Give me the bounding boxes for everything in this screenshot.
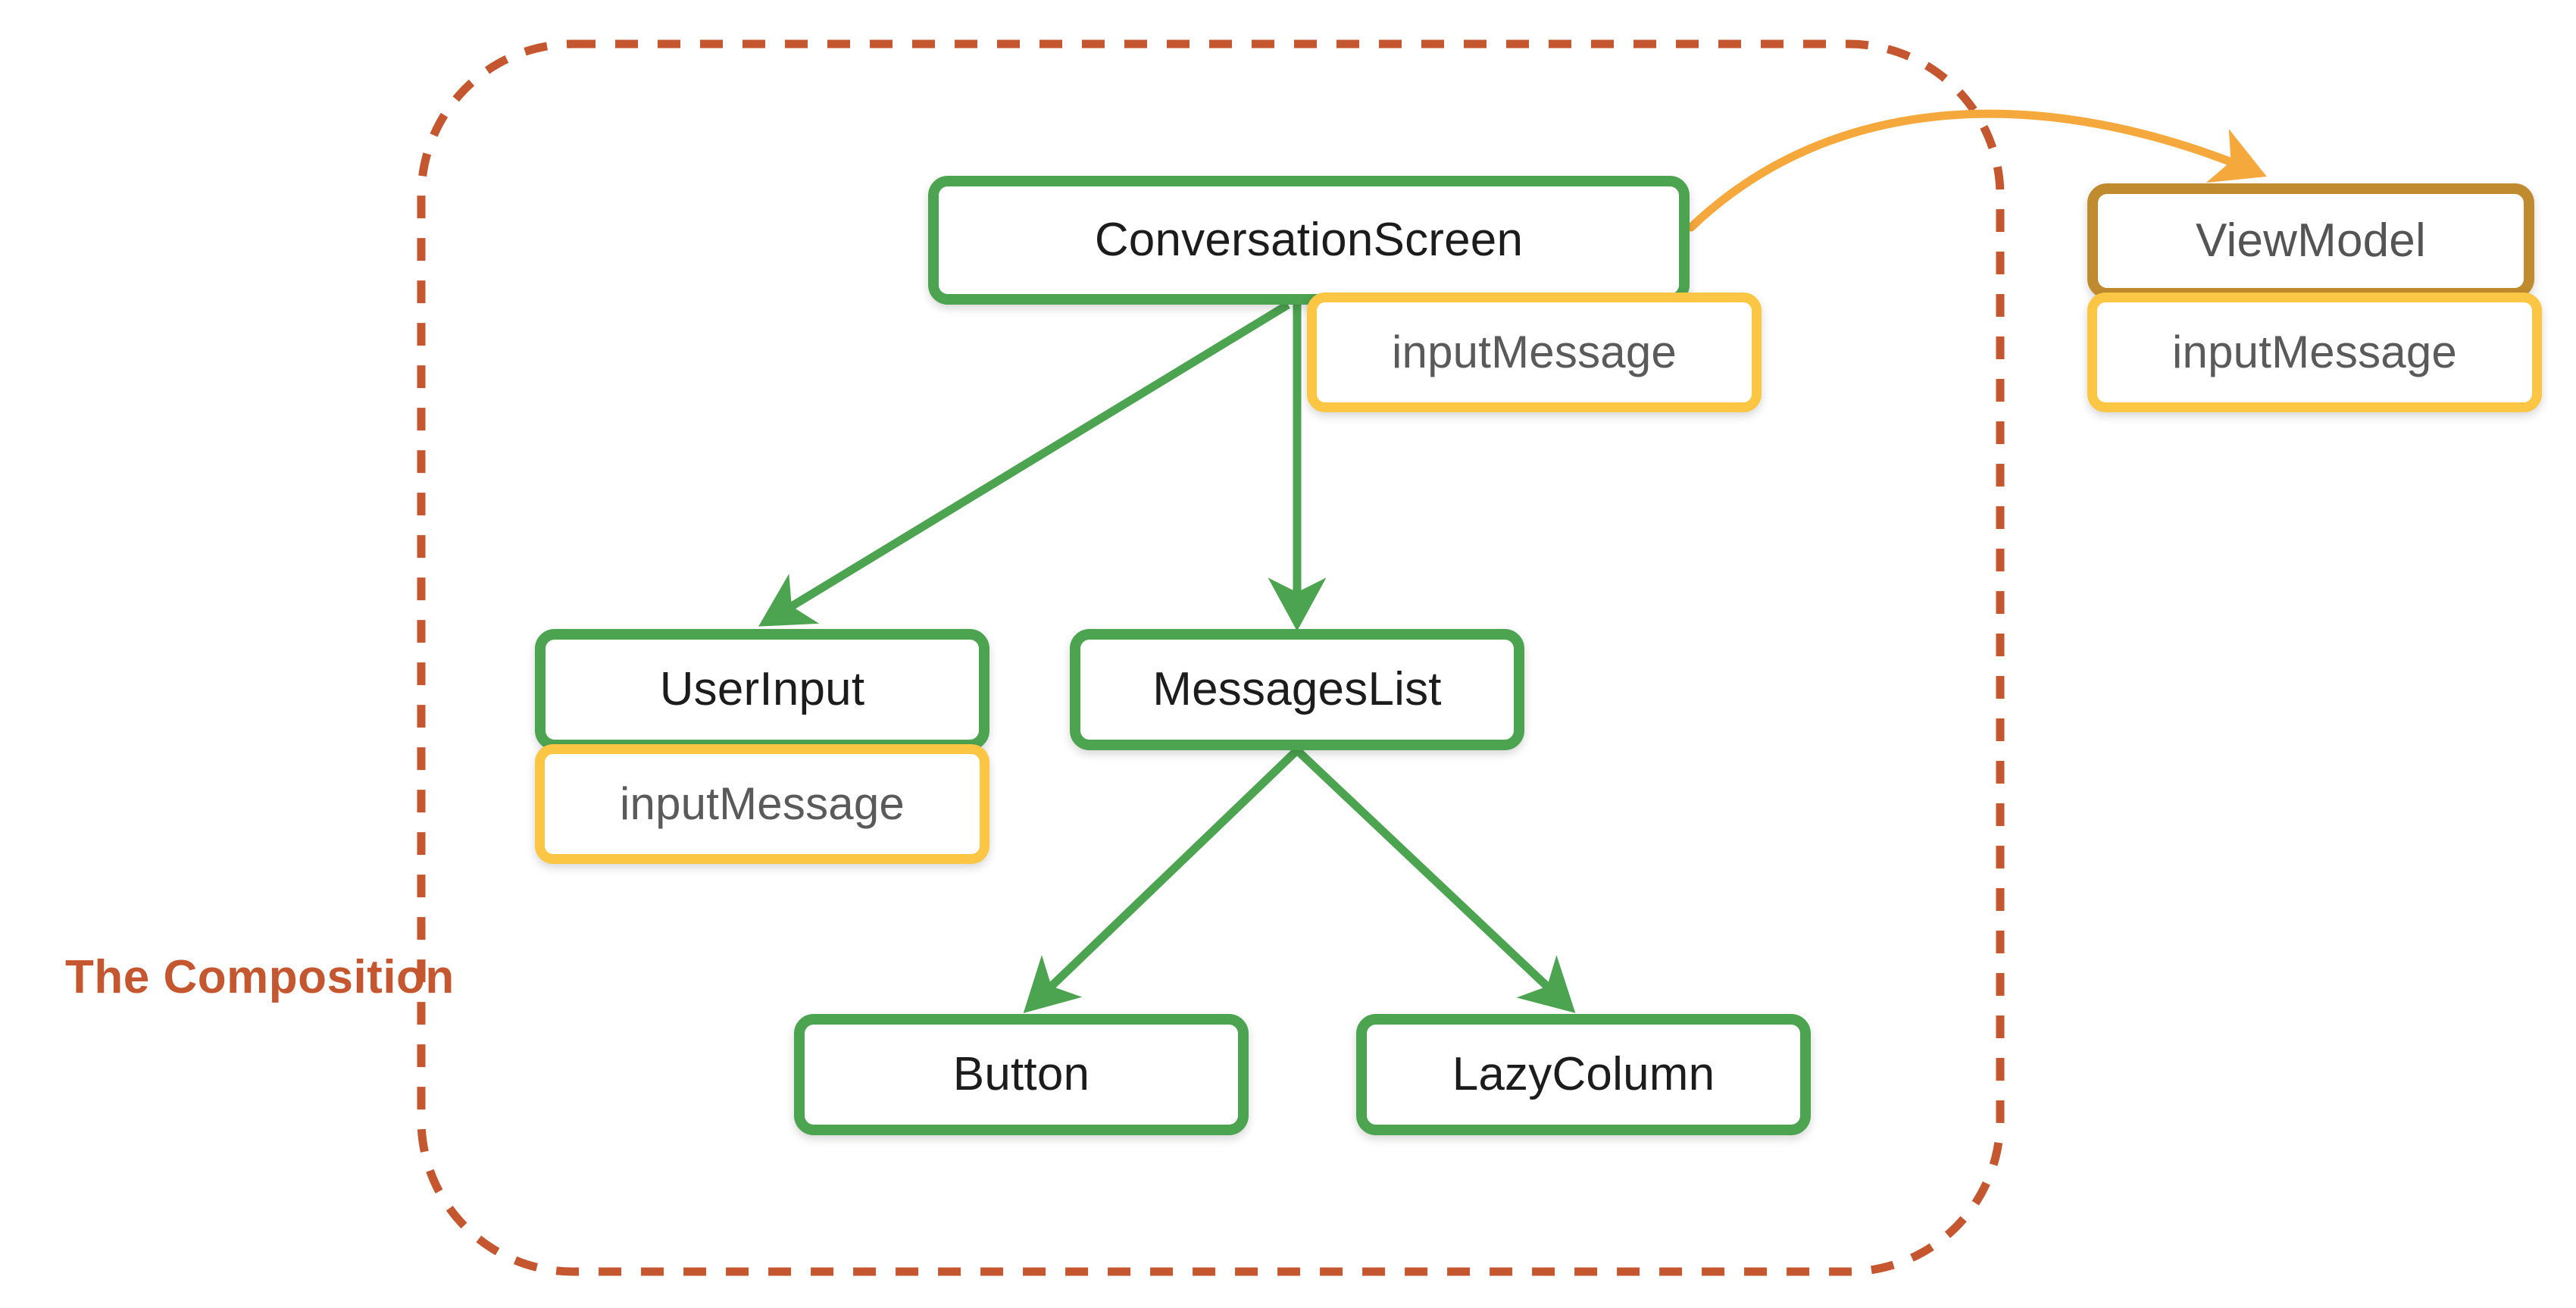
node-label-messages-list: MessagesList (1152, 663, 1442, 715)
edge-messageslist-to-lazycolumn (1294, 747, 1576, 1013)
node-lazy-column[interactable]: LazyColumn (1356, 1014, 1811, 1135)
node-conversation-screen[interactable]: ConversationScreen (928, 176, 1690, 305)
composition-boundary-label: The Composition (65, 951, 455, 1003)
node-label-user-input: UserInput (659, 663, 865, 715)
node-view-model-state[interactable]: inputMessage (2087, 293, 2542, 412)
node-messages-list[interactable]: MessagesList (1070, 629, 1524, 750)
node-label-view-model: ViewModel (2196, 214, 2426, 267)
node-view-model[interactable]: ViewModel (2087, 183, 2534, 299)
node-label-conversation-screen: ConversationScreen (1094, 214, 1524, 266)
node-label-view-model-state: inputMessage (2172, 327, 2457, 377)
node-button[interactable]: Button (794, 1014, 1249, 1135)
node-label-lazy-column: LazyColumn (1452, 1048, 1715, 1100)
node-label-user-input-state: inputMessage (620, 778, 905, 829)
edge-conversation-to-userinput (758, 301, 1290, 627)
node-user-input[interactable]: UserInput (535, 629, 989, 750)
node-label-conversation-screen-state: inputMessage (1392, 327, 1677, 377)
node-conversation-screen-state[interactable]: inputMessage (1307, 293, 1762, 412)
edge-messageslist-to-button (1023, 747, 1300, 1013)
node-user-input-state[interactable]: inputMessage (535, 744, 989, 864)
node-label-button: Button (952, 1048, 1090, 1100)
